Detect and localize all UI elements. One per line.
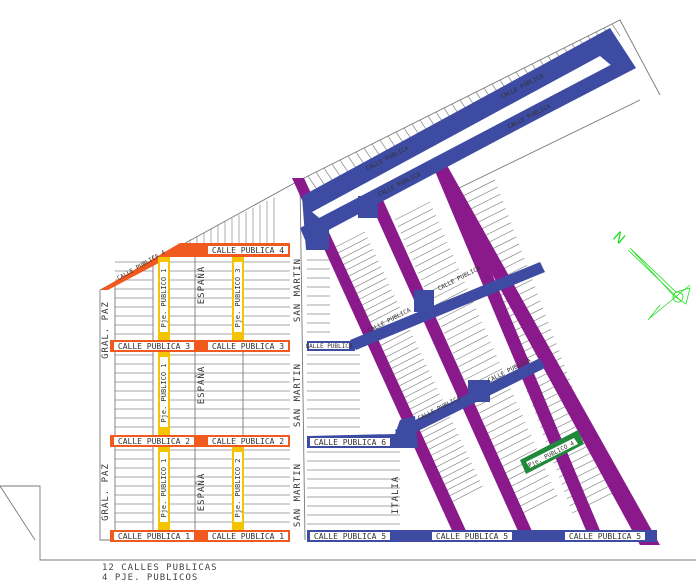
street-label-boxes bbox=[114, 246, 645, 540]
label-cp2-right: CALLE PUBLICA 2 bbox=[212, 437, 284, 446]
orange-cp4 bbox=[100, 243, 290, 290]
label-italia: ITALIA bbox=[391, 476, 401, 515]
diagonal-street-a bbox=[292, 178, 468, 535]
label-espana-top: ESPAÑA bbox=[196, 266, 207, 305]
map-notes: 12 CALLES PUBLICAS 4 PJE. PUBLICOS bbox=[102, 563, 218, 583]
label-cp5-a: CALLE PUBLICA 5 bbox=[314, 532, 386, 541]
label-cp3-left: CALLE PUBLICA 3 bbox=[118, 342, 190, 351]
blue-mid-1 bbox=[350, 262, 545, 350]
label-cp4: CALLE PUBLICA 4 bbox=[212, 246, 284, 255]
label-pje-1-mid: Pje. PUBLICO 1 bbox=[160, 363, 168, 422]
north-label: N bbox=[609, 229, 627, 248]
north-arrow-icon: N bbox=[609, 229, 691, 321]
label-cp3-right: CALLE PUBLICA 3 bbox=[212, 342, 284, 351]
label-cp1-left: CALLE PUBLICA 1 bbox=[118, 532, 190, 541]
label-gral-paz-bottom: GRAL. PAZ bbox=[101, 463, 111, 521]
label-pje-1-top: Pje. PUBLICO 1 bbox=[160, 268, 168, 327]
label-gral-paz-top: GRAL. PAZ bbox=[101, 301, 111, 359]
label-pje-2: Pje. PUBLICO 2 bbox=[234, 458, 242, 517]
diagonal-street-b bbox=[360, 180, 536, 540]
label-blue-5: CALLE PUBLICA bbox=[437, 265, 482, 293]
green-passage bbox=[520, 430, 584, 474]
label-cp5-c: CALLE PUBLICA 5 bbox=[569, 532, 641, 541]
label-espana-bottom: ESPAÑA bbox=[196, 473, 207, 512]
note-passages-count: 4 PJE. PUBLICOS bbox=[102, 573, 199, 583]
label-pje-3: Pje. PUBLICO 3 bbox=[234, 268, 242, 327]
label-pje-1-bottom: Pje. PUBLICO 1 bbox=[160, 458, 168, 517]
label-cp6: CALLE PUBLICA 6 bbox=[314, 438, 386, 447]
label-cp5-b: CALLE PUBLICA 5 bbox=[436, 532, 508, 541]
label-cp1-right: CALLE PUBLICA 1 bbox=[212, 532, 284, 541]
label-espana-mid: ESPAÑA bbox=[196, 366, 207, 405]
label-san-martin-mid: SAN MARTIN bbox=[293, 363, 303, 427]
label-san-martin-bottom: SAN MARTIN bbox=[293, 463, 303, 527]
label-cp2-left: CALLE PUBLICA 2 bbox=[118, 437, 190, 446]
note-streets-count: 12 CALLES PUBLICAS bbox=[102, 563, 218, 573]
diagonal-street-d bbox=[430, 160, 660, 545]
label-cp-short: CALLE PUBLICA bbox=[306, 343, 353, 350]
parcel-outline bbox=[0, 19, 696, 561]
label-san-martin-top: SAN MARTIN bbox=[293, 258, 303, 322]
